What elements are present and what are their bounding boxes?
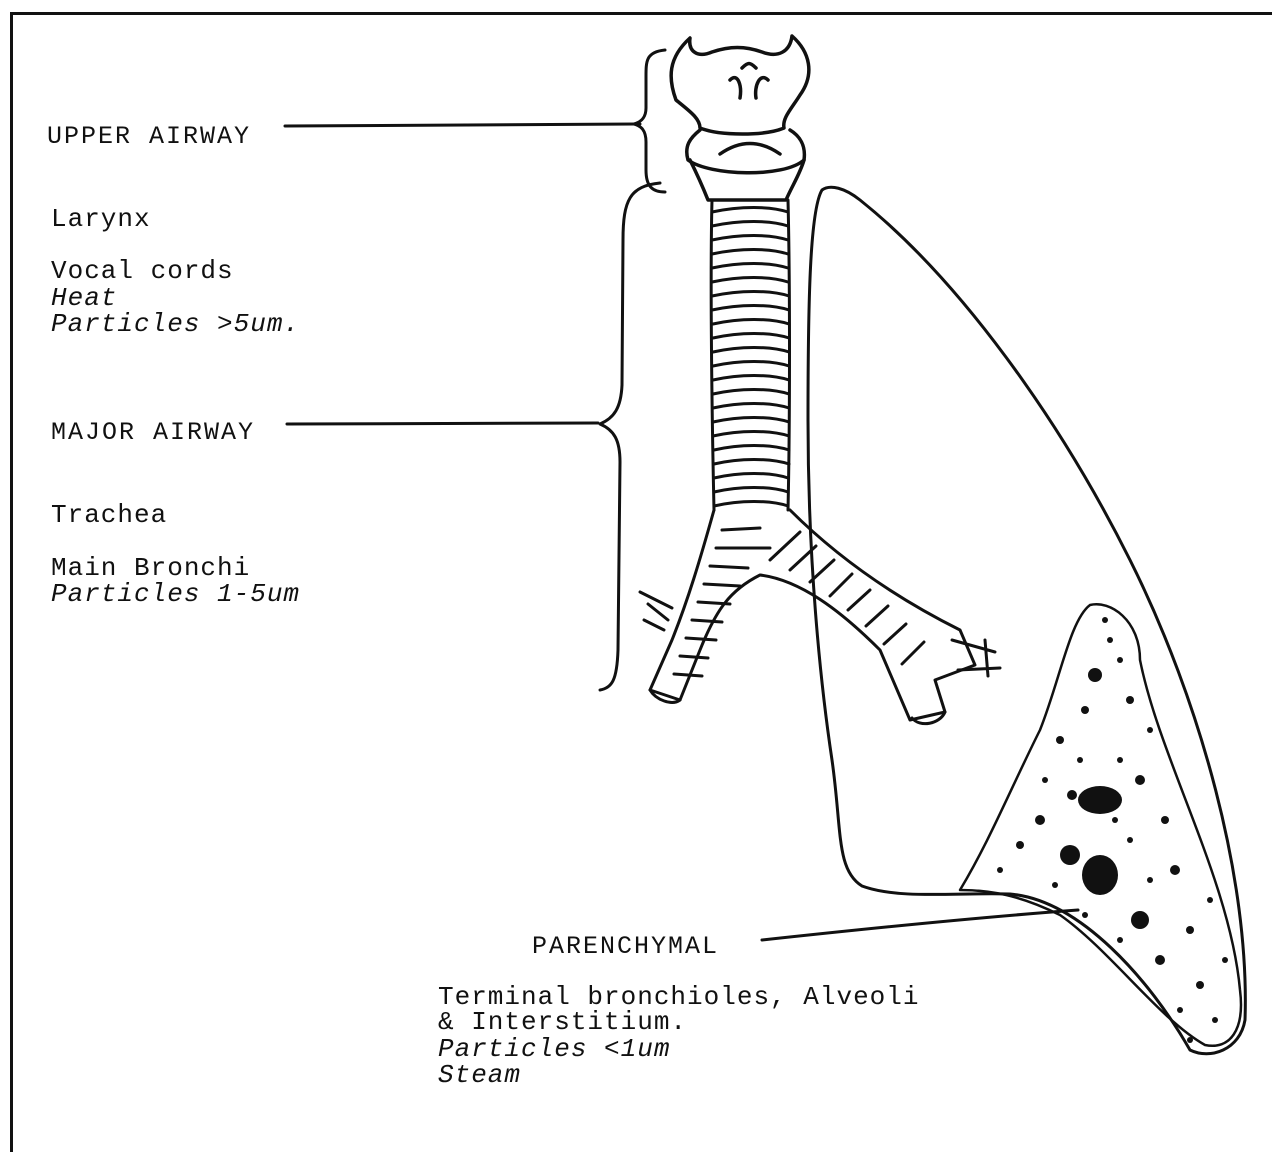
main-bronchi-label: Main Bronchi (51, 556, 250, 581)
upper-airway-brace (634, 50, 665, 192)
major-airway-leader (287, 423, 598, 424)
upper-airway-label: UPPER AIRWAY (47, 122, 251, 151)
heat-label: Heat (51, 286, 117, 311)
interstitium-label: & Interstitium. (438, 1010, 687, 1035)
major-airway-brace (600, 183, 660, 690)
trachea-label: Trachea (51, 503, 167, 528)
parenchymal-leader (762, 910, 1078, 940)
bronchi-drawing (640, 510, 1000, 724)
larynx-drawing (671, 36, 809, 200)
trachea-drawing (711, 200, 789, 510)
parenchymal-label: PARENCHYMAL (532, 932, 719, 961)
upper-airway-leader (285, 124, 640, 126)
vocal-cords-label: Vocal cords (51, 259, 234, 284)
particles-upper-label: Particles >5um. (51, 312, 300, 337)
alveoli-dots (997, 617, 1228, 1043)
particles-major-label: Particles 1-5um (51, 582, 300, 607)
steam-label: Steam (438, 1063, 521, 1088)
larynx-label: Larynx (51, 207, 151, 232)
major-airway-label: MAJOR AIRWAY (51, 418, 255, 447)
particles-parenchymal-label: Particles <1um (438, 1037, 670, 1062)
parenchymal-region (960, 604, 1241, 1046)
